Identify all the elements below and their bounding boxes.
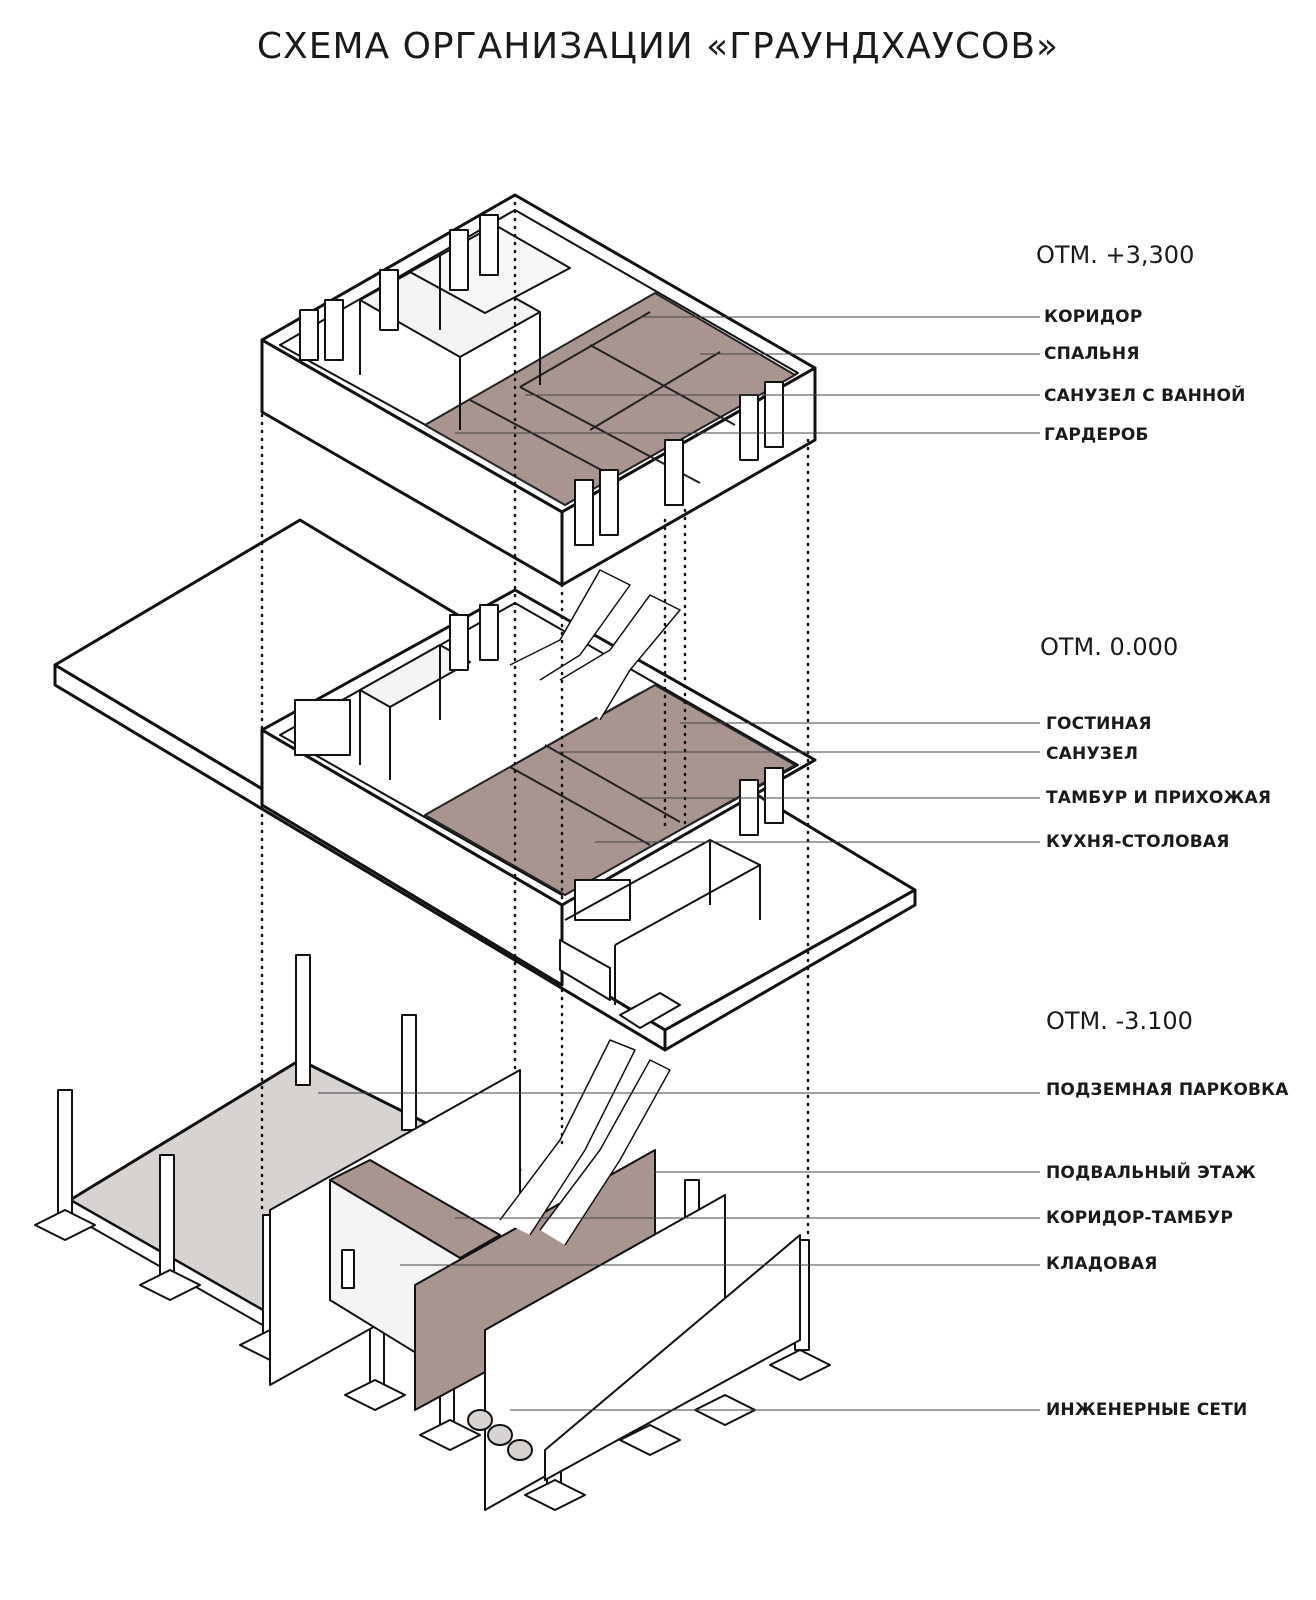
basement: [34, 954, 831, 1511]
room-label: ГОСТИНАЯ: [1046, 714, 1152, 734]
ground-slab-right-edge: [663, 888, 917, 1052]
ground-floor: [53, 518, 917, 1052]
leader-lines: [318, 316, 1040, 1411]
pipes: [467, 1409, 533, 1461]
room-label: КОРИДОР-ТАМБУР: [1046, 1208, 1234, 1228]
alignment-lines: [260, 193, 810, 1242]
room-label: ТАМБУР И ПРИХОЖАЯ: [1046, 788, 1272, 808]
level-mark-basement: ОТМ. -3.100: [1046, 1007, 1193, 1035]
upper-floor: [260, 193, 817, 587]
diagram-title: СХЕМА ОРГАНИЗАЦИИ «ГРАУНДХАУСОВ»: [256, 26, 1060, 67]
room-label: КОРИДОР: [1044, 307, 1143, 327]
room-label: КУХНЯ-СТОЛОВАЯ: [1046, 832, 1230, 852]
level-mark-upper: ОТМ. +3,300: [1036, 241, 1195, 269]
stair-upper: [509, 569, 681, 721]
level-mark-ground: ОТМ. 0.000: [1040, 633, 1179, 661]
room-label: ПОДВАЛЬНЫЙ ЭТАЖ: [1046, 1163, 1257, 1183]
room-label: САНУЗЕЛ С ВАННОЙ: [1044, 386, 1246, 406]
room-label: ПОДЗЕМНАЯ ПАРКОВКА: [1046, 1080, 1289, 1100]
stair-lower: [499, 1039, 671, 1246]
room-label: ГАРДЕРОБ: [1044, 425, 1149, 445]
room-label: ИНЖЕНЕРНЫЕ СЕТИ: [1046, 1400, 1248, 1420]
room-label: СПАЛЬНЯ: [1044, 344, 1140, 364]
room-label: САНУЗЕЛ: [1046, 744, 1139, 764]
room-label: КЛАДОВАЯ: [1046, 1254, 1158, 1274]
upper-rooms-shaded: [424, 292, 796, 506]
